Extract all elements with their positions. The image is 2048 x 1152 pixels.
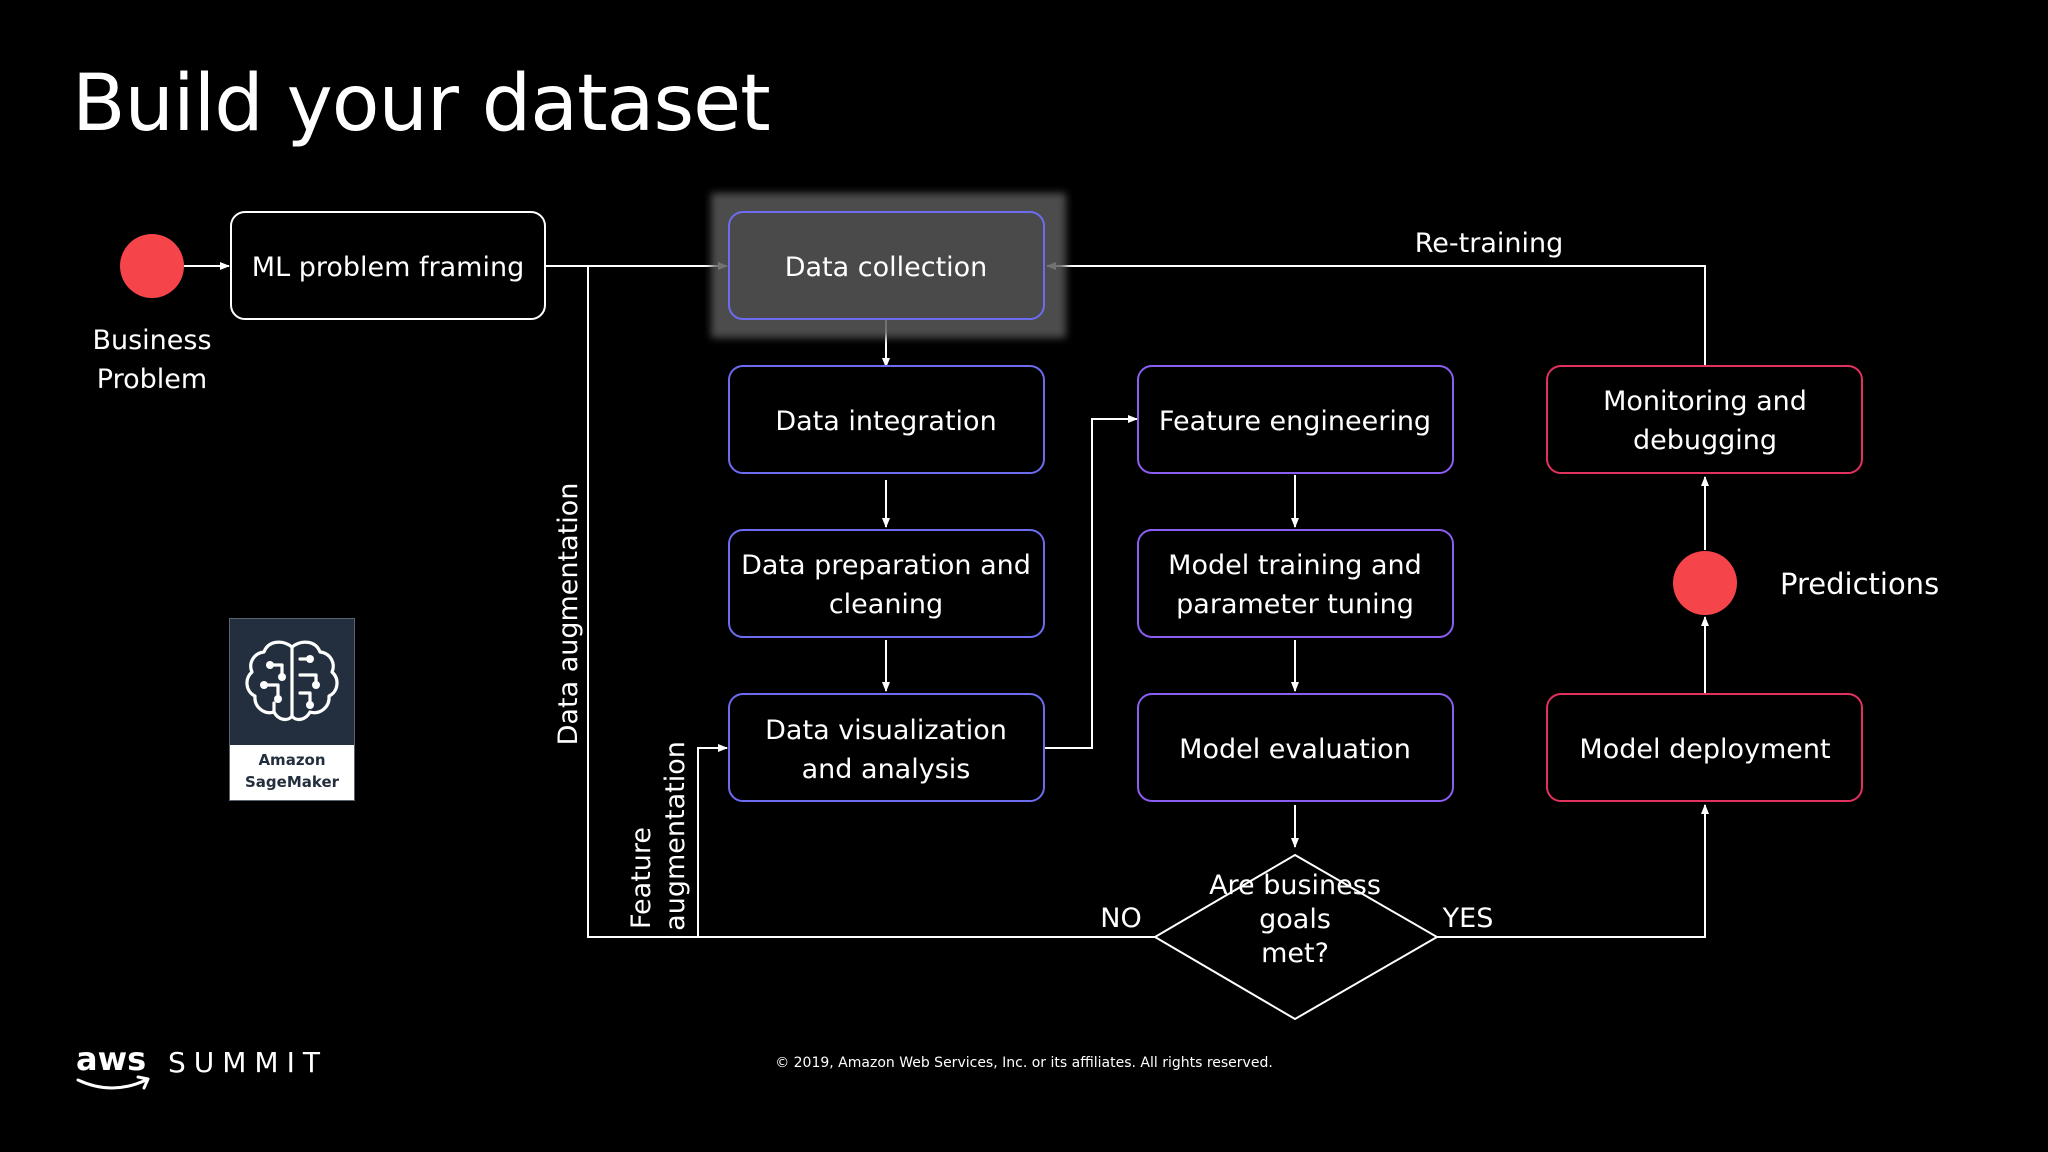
slide-title: Build your dataset xyxy=(72,59,771,149)
data-preparation-label-1: Data preparation and xyxy=(741,550,1031,581)
model-training-label-2: parameter tuning xyxy=(1176,589,1414,620)
data-integration-label: Data integration xyxy=(775,406,996,437)
sagemaker-name-line2: SageMaker xyxy=(244,773,340,791)
monitoring-label-1: Monitoring and xyxy=(1603,386,1807,417)
model-training-box xyxy=(1137,529,1454,638)
model-evaluation-box xyxy=(1137,693,1454,802)
business-goals-label-1: Are business xyxy=(1209,870,1381,901)
feature-augmentation-label-1: Feature xyxy=(626,827,657,929)
predictions-label: Predictions xyxy=(1780,567,1939,601)
business-problem-label-1: Business xyxy=(92,325,211,356)
data-preparation-box xyxy=(728,529,1045,638)
edge-no-data-augmentation xyxy=(587,266,1155,938)
edge-retraining xyxy=(1046,262,1706,365)
business-goals-label-3: met? xyxy=(1261,938,1329,969)
model-deployment-label: Model deployment xyxy=(1579,734,1830,765)
business-problem-circle xyxy=(120,234,184,298)
summit-label: SUMMIT xyxy=(168,1046,328,1079)
edge-yes-to-deployment xyxy=(1437,804,1709,938)
sagemaker-name-line1: Amazon xyxy=(258,751,326,769)
data-visualization-label-1: Data visualization xyxy=(765,715,1007,746)
data-collection-label: Data collection xyxy=(785,252,988,283)
edge-no-feature-augmentation xyxy=(697,744,728,937)
feature-engineering-box xyxy=(1137,365,1454,474)
data-preparation-label-2: cleaning xyxy=(829,589,943,620)
predictions-circle xyxy=(1673,551,1737,615)
data-collection-box xyxy=(728,211,1045,320)
aws-logo: aws xyxy=(76,1040,150,1090)
model-training-label-1: Model training and xyxy=(1168,550,1422,581)
feature-augmentation-label-2: augmentation xyxy=(660,741,691,931)
data-integration-box xyxy=(728,365,1045,474)
business-problem-label-2: Problem xyxy=(97,364,207,395)
feature-engineering-label: Feature engineering xyxy=(1159,406,1431,437)
data-visualization-label-2: and analysis xyxy=(802,754,971,785)
business-goals-label-2: goals xyxy=(1259,904,1331,935)
model-deployment-box xyxy=(1546,693,1863,802)
aws-smile-icon xyxy=(76,1078,148,1090)
copyright-notice: © 2019, Amazon Web Services, Inc. or its… xyxy=(775,1055,1273,1071)
business-goals-diamond xyxy=(1153,853,1439,1021)
edge-visualization-to-feature xyxy=(1045,415,1138,749)
ml-problem-framing-box xyxy=(230,211,546,320)
yes-label: YES xyxy=(1442,903,1494,934)
monitoring-label-2: debugging xyxy=(1633,425,1777,456)
ml-problem-framing-label: ML problem framing xyxy=(252,252,524,283)
model-evaluation-label: Model evaluation xyxy=(1179,734,1411,765)
no-label: NO xyxy=(1100,903,1141,934)
sagemaker-logo: Amazon SageMaker xyxy=(229,618,355,801)
monitoring-box xyxy=(1546,365,1863,474)
brain-circuit-icon xyxy=(245,640,339,722)
sagemaker-icon-bg xyxy=(230,619,354,745)
aws-logo-word: aws xyxy=(76,1040,146,1078)
sagemaker-name: Amazon SageMaker xyxy=(230,749,354,793)
data-visualization-box xyxy=(728,693,1045,802)
retraining-label: Re-training xyxy=(1415,228,1564,259)
data-augmentation-label: Data augmentation xyxy=(553,483,584,746)
